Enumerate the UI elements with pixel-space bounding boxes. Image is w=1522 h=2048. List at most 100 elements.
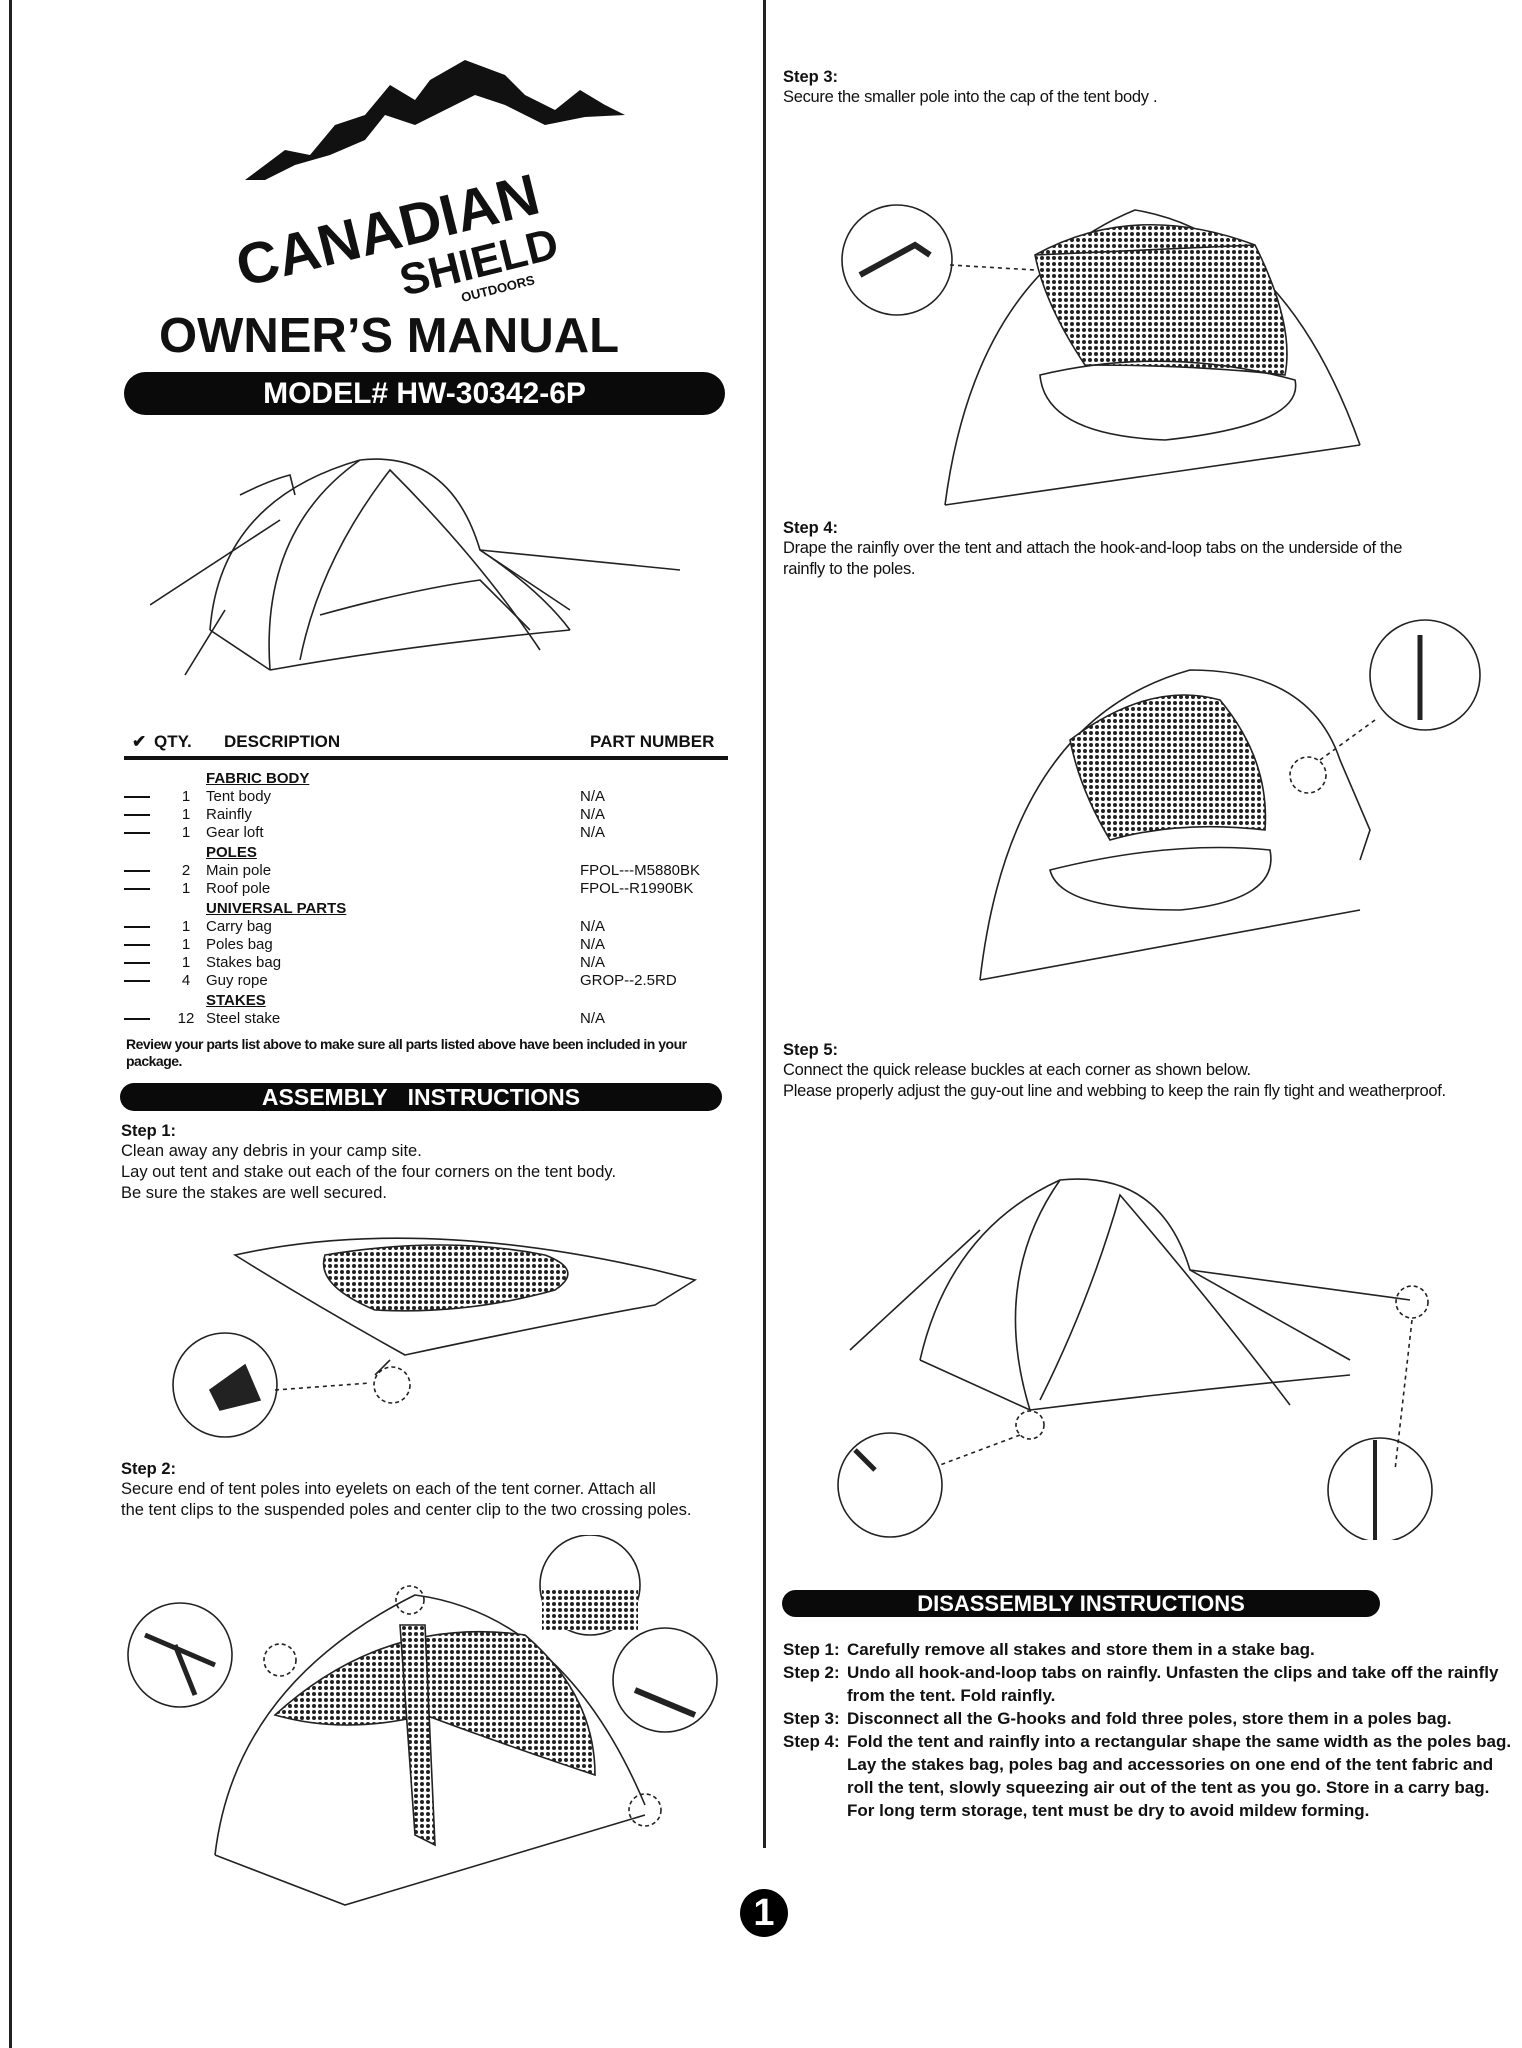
step-text: Lay out tent and stake out each of the f… (121, 1163, 617, 1181)
step-text: Secure end of tent poles into eyelets on… (121, 1480, 656, 1498)
description: Guy rope (206, 972, 268, 989)
description: Rainfly (206, 806, 252, 823)
canadian-shield-logo: CANADIAN SHIELD OUTDOORS (230, 60, 625, 303)
assembly-step-5: Step 5: Connect the quick release buckle… (783, 1041, 1446, 1102)
qty: 1 (181, 880, 191, 897)
qty: 1 (181, 918, 191, 935)
checkbox-line[interactable] (124, 1018, 150, 1020)
group-heading: STAKES (206, 992, 266, 1009)
part-number: N/A (580, 1010, 606, 1027)
description: Tent body (206, 788, 272, 805)
disassembly-step-4: Step 4: Fold the tent and rainfly into a … (783, 1730, 1513, 1822)
disassembly-step-1: Step 1: Carefully remove all stakes and s… (783, 1638, 1513, 1661)
step-label: Step 5: (783, 1041, 839, 1059)
model-number-banner: MODEL# HW-30342-6P (124, 372, 725, 415)
qty: 1 (181, 788, 191, 805)
table-row: 1 Carry bag N/A (124, 918, 728, 936)
column-divider (763, 0, 766, 1848)
step-text: Connect the quick release buckles at eac… (783, 1061, 1251, 1079)
assembly-banner: ASSEMBLY INSTRUCTIONS (120, 1083, 722, 1111)
assembly-step-2: Step 2: Secure end of tent poles into ey… (121, 1460, 692, 1521)
assembly-step-3: Step 3: Secure the smaller pole into the… (783, 68, 1158, 108)
step-label: Step 2: (783, 1663, 840, 1682)
header-description: DESCRIPTION (224, 732, 341, 751)
step-text: Undo all hook-and-loop tabs on rainfly. … (847, 1663, 1499, 1705)
checkbox-line[interactable] (124, 832, 150, 834)
group-heading: FABRIC BODY (206, 770, 310, 787)
review-note: Review your parts list above to make sur… (126, 1036, 687, 1069)
description: Carry bag (206, 918, 272, 935)
step-2-illustration (127, 1535, 718, 1906)
qty: 12 (177, 1010, 195, 1027)
part-number: N/A (580, 788, 606, 805)
step-text: Clean away any debris in your camp site. (121, 1142, 422, 1160)
step-4-illustration (979, 619, 1481, 981)
step-text: Be sure the stakes are well secured. (121, 1184, 387, 1202)
qty: 2 (181, 862, 191, 879)
step-3-illustration (841, 204, 1361, 506)
description: Steel stake (206, 1010, 281, 1027)
header-part-number: PART NUMBER (590, 732, 715, 751)
table-header: ✔ QTY. DESCRIPTION PART NUMBER (124, 730, 728, 760)
part-number: N/A (580, 806, 606, 823)
checkbox-line[interactable] (124, 888, 150, 890)
checkbox-line[interactable] (124, 870, 150, 872)
step-label: Step 3: (783, 1709, 840, 1728)
part-number: GROP--2.5RD (580, 972, 677, 989)
step-text: rainfly to the poles. (783, 560, 916, 578)
checkbox-line[interactable] (124, 980, 150, 982)
step-label: Step 2: (121, 1460, 177, 1478)
page-title: OWNER’S MANUAL (159, 309, 620, 363)
table-row: 1 Stakes bag N/A (124, 954, 728, 972)
qty: 1 (181, 954, 191, 971)
step-label: Step 4: (783, 1732, 840, 1751)
checkbox-line[interactable] (124, 944, 150, 946)
table-row: 1 Tent body N/A (124, 788, 728, 806)
step-text: Secure the smaller pole into the cap of … (783, 88, 1158, 106)
tent-illustration (150, 458, 681, 676)
step-text: the tent clips to the suspended poles an… (121, 1501, 692, 1519)
group-heading: UNIVERSAL PARTS (206, 900, 347, 917)
step-label: Step 1: (783, 1640, 840, 1659)
page-border (9, 0, 12, 2048)
step-text: Drape the rainfly over the tent and atta… (783, 539, 1403, 557)
description: Poles bag (206, 936, 273, 953)
disassembly-step-3: Step 3:Disconnect all the G-hooks and fo… (783, 1707, 1513, 1730)
checkbox-line[interactable] (124, 814, 150, 816)
assembly-step-1: Step 1: Clean away any debris in your ca… (121, 1122, 616, 1204)
part-number: N/A (580, 954, 606, 971)
qty: 1 (181, 824, 191, 841)
step-text: Carefully remove all stakes and store th… (847, 1640, 1315, 1659)
assembly-step-4: Step 4: Drape the rainfly over the tent … (783, 519, 1402, 580)
step-label: Step 1: (121, 1122, 177, 1140)
description: Roof pole (206, 880, 271, 897)
description: Stakes bag (206, 954, 282, 971)
disassembly-steps: Step 1: Carefully remove all stakes and s… (783, 1638, 1513, 1822)
disassembly-step-2: Step 2: Undo all hook-and-loop tabs on ra… (783, 1661, 1513, 1707)
table-row: 1 Poles bag N/A (124, 936, 728, 954)
table-row: 2 Main pole FPOL---M5880BK (124, 862, 728, 880)
checkbox-line[interactable] (124, 962, 150, 964)
disassembly-banner: DISASSEMBLY INSTRUCTIONS (782, 1590, 1380, 1617)
part-number: N/A (580, 936, 606, 953)
description: Main pole (206, 862, 272, 879)
parts-list-table: ✔ QTY. DESCRIPTION PART NUMBER FABRIC BO… (124, 730, 728, 1028)
table-row: 12 Steel stake N/A (124, 1010, 728, 1028)
part-number: FPOL---M5880BK (580, 862, 701, 879)
page-number: 1 (740, 1889, 788, 1937)
checkbox-line[interactable] (124, 796, 150, 798)
step-text: Fold the tent and rainfly into a rectang… (847, 1732, 1512, 1820)
group-heading: POLES (206, 844, 257, 861)
description: Gear loft (206, 824, 264, 841)
step-1-illustration (172, 1237, 698, 1438)
check-icon: ✔ (132, 732, 147, 751)
step-label: Step 4: (783, 519, 839, 537)
header-qty: QTY. (154, 732, 192, 751)
part-number: N/A (580, 918, 606, 935)
checkbox-line[interactable] (124, 926, 150, 928)
qty: 1 (181, 936, 191, 953)
step-5-illustration (837, 1178, 1433, 1540)
